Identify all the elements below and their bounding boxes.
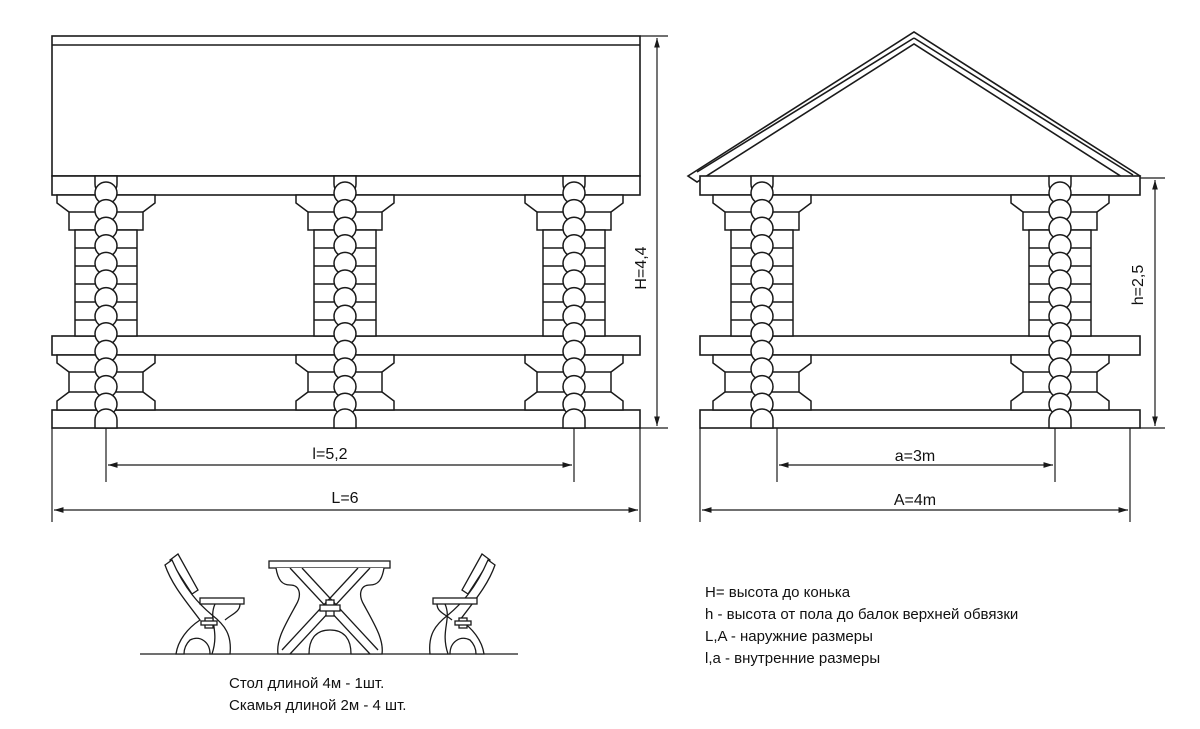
legend-item: l,a - внутренние размеры <box>705 650 880 667</box>
pillar <box>524 175 624 429</box>
log-bottom <box>94 408 118 429</box>
furniture-caption-line-2: Скамья длиной 2м - 4 шт. <box>229 697 406 714</box>
side-height-label: h=2,5 <box>1130 265 1147 306</box>
inner-length-label: l=5,2 <box>312 446 347 463</box>
bench-left <box>164 553 245 655</box>
gable-roof <box>686 31 1142 183</box>
base-beam <box>699 409 1141 429</box>
log-bottom <box>562 408 586 429</box>
outer-width-label: A=4m <box>894 492 936 509</box>
furniture-drawing <box>140 553 518 655</box>
height-label: H=4,4 <box>633 246 650 289</box>
front-view <box>51 35 641 177</box>
log-bottom <box>1048 408 1072 429</box>
furniture-caption-line-1: Стол длиной 4м - 1шт. <box>229 675 384 692</box>
outer-length-label: L=6 <box>331 490 358 507</box>
dimensions <box>51 35 1165 522</box>
top-beam <box>699 175 1141 196</box>
side-view <box>686 31 1142 183</box>
pillar <box>1010 175 1110 429</box>
legend-item: L,A - наружние размеры <box>705 628 873 645</box>
pillar <box>295 175 395 429</box>
log-bottom <box>750 408 774 429</box>
pillar <box>56 175 156 429</box>
legend-item: H= высота до конька <box>705 584 851 601</box>
bench-right <box>429 553 496 655</box>
legend-item: h - высота от пола до балок верхней обвя… <box>705 606 1018 623</box>
table <box>268 560 391 655</box>
log-bottom <box>333 408 357 429</box>
middle-beam <box>699 335 1141 356</box>
pillar <box>712 175 812 429</box>
legend: H= высота до конька h - высота от пола д… <box>705 584 1018 667</box>
inner-width-label: a=3m <box>895 448 935 465</box>
roof-front <box>51 35 641 177</box>
